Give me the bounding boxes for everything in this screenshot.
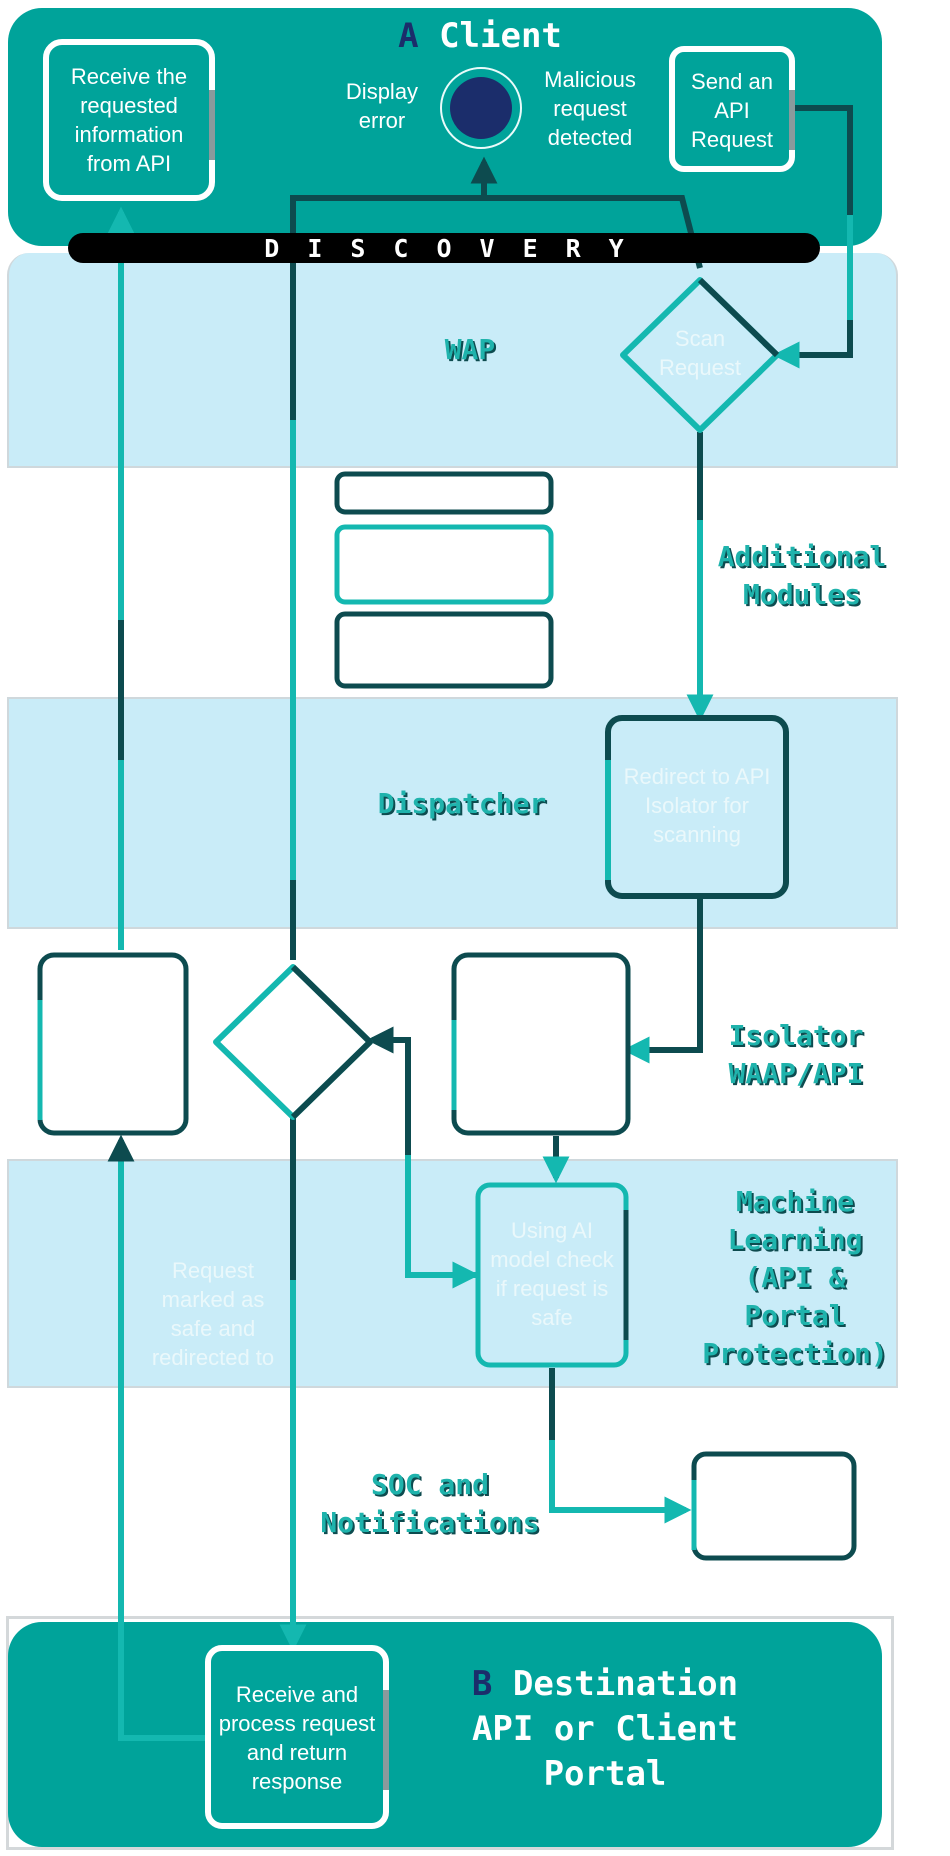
- module-box-3: [334, 611, 554, 689]
- status-circle-ring: [440, 67, 522, 149]
- module-box-1: [334, 471, 554, 515]
- discovery-bar: DISCOVERY: [68, 233, 820, 263]
- ai-check-text: Using AI model check if request is safe: [490, 1218, 614, 1330]
- module-box-2: [334, 524, 554, 605]
- redirect-isolator-text: Redirect to API Isolator for scanning: [623, 763, 771, 847]
- client-letter: A: [398, 16, 419, 56]
- send-to-scan-arrow: [772, 105, 853, 369]
- status-circle: [450, 77, 512, 139]
- destination-panel: [8, 1622, 882, 1847]
- safe-decision-diamond: [213, 964, 373, 1120]
- receive-response-box: [37, 952, 189, 1136]
- isolator-label: Isolator WAAP/API: [728, 1019, 864, 1090]
- destination-title-line1: B Destination: [460, 1662, 750, 1707]
- isolator-box: [451, 952, 631, 1136]
- machine-learning-label: Machine Learning (API & Portal Protectio…: [702, 1185, 888, 1370]
- marked-safe-text: Request marked as safe and redirected to: [151, 1258, 275, 1370]
- destination-frame: [6, 1616, 894, 1850]
- malicious-text: Malicious request detected: [544, 66, 636, 150]
- display-error-text: Display error: [345, 79, 419, 133]
- soc-label: SOC and Notifications: [320, 1468, 540, 1539]
- destination-letter: B: [471, 1664, 493, 1704]
- ai-to-soc-arrow: [549, 1368, 692, 1524]
- client-title-text: Client: [439, 16, 562, 56]
- destination-title-line3: Portal: [543, 1754, 667, 1794]
- wap-label: WAP: [444, 333, 496, 366]
- destination-title: B Destination API or Client Portal: [460, 1662, 750, 1802]
- wap-lane: [7, 253, 898, 468]
- scan-request-text: Scan Request: [659, 326, 741, 380]
- redirect-to-isolator-arrow: [622, 898, 703, 1064]
- return-arrow: [107, 206, 206, 1741]
- destination-title-line2: API or Client: [471, 1709, 739, 1749]
- dispatcher-label: Dispatcher: [377, 787, 547, 820]
- soc-box: [691, 1451, 857, 1561]
- process-text: Receive and process request and return r…: [218, 1682, 376, 1794]
- send-request-text: Send an API Request: [691, 68, 773, 152]
- additional-modules-label: Additional Modules: [717, 540, 887, 611]
- receive-info-text: Receive the requested information from A…: [70, 64, 188, 176]
- client-title: A Client: [360, 14, 600, 58]
- destination-title-text1: Destination: [512, 1664, 739, 1704]
